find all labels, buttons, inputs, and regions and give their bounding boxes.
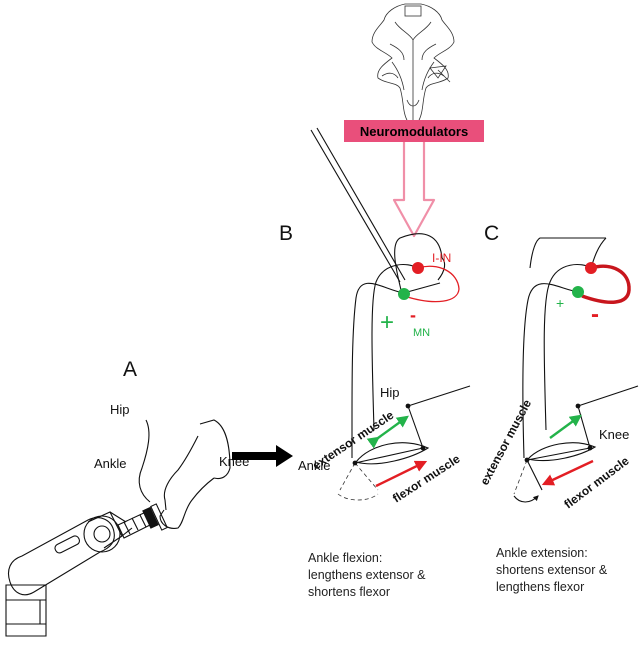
neuromodulators-arrow	[392, 142, 436, 238]
panel-a-hip-label: Hip	[110, 402, 130, 417]
panel-b-flexor-arrow	[375, 460, 428, 488]
panel-c-plus-sign: +	[556, 295, 564, 311]
panel-b-hip-label: Hip	[380, 385, 400, 400]
brainstem-drawing	[371, 3, 455, 123]
panel-c-letter: C	[484, 222, 499, 245]
panel-a-letter: A	[123, 358, 137, 381]
panel-b-motoneuron	[398, 288, 410, 300]
panel-c-caption-line-2: shortens extensor &	[496, 563, 608, 577]
panel-c-knee-label: Knee	[599, 427, 629, 442]
panel-b-plus-sign: +	[380, 309, 394, 336]
panel-b-circuit	[351, 233, 460, 458]
panel-b-interneuron	[412, 262, 424, 274]
panel-a-to-b-arrow	[232, 445, 293, 467]
recording-electrode	[310, 127, 406, 283]
panel-b-iin-label: I-IN	[432, 251, 451, 265]
panel-b-caption-line-1: Ankle flexion:	[308, 551, 382, 565]
panel-c-caption-line-3: lengthens flexor	[496, 580, 584, 594]
panel-c-motoneuron	[572, 286, 584, 298]
panel-a-leg-drawing	[138, 419, 231, 529]
panel-c-interneuron	[585, 262, 597, 274]
panel-b-minus-sign: -	[410, 305, 416, 325]
panel-c-caption-line-1: Ankle extension:	[496, 546, 588, 560]
panel-c-minus-sign: -	[591, 301, 599, 328]
panel-c-circuit	[522, 237, 631, 459]
panel-c-leg	[513, 385, 639, 503]
panel-c-flexor-label: flexor muscle	[561, 453, 631, 511]
panel-b-caption-line-2: lengthens extensor &	[308, 568, 426, 582]
panel-b-leg	[337, 385, 471, 501]
neuromodulators-label: Neuromodulators	[360, 124, 468, 139]
panel-b-extensor-arrow	[366, 415, 409, 449]
robot-arm	[5, 503, 168, 637]
panel-b-letter: B	[279, 222, 293, 245]
panel-c-extensor-label: extensor muscle	[477, 397, 534, 487]
panel-b-caption-line-3: shortens flexor	[308, 585, 390, 599]
panel-a-ankle-label: Ankle	[94, 456, 127, 471]
neuromodulators-box	[344, 120, 484, 142]
panel-c-flexor-arrow	[541, 459, 594, 486]
panel-c-extensor-arrow	[549, 414, 582, 439]
panel-b-mn-label: MN	[413, 327, 430, 339]
panel-b-ankle-label: Ankle	[298, 458, 331, 473]
